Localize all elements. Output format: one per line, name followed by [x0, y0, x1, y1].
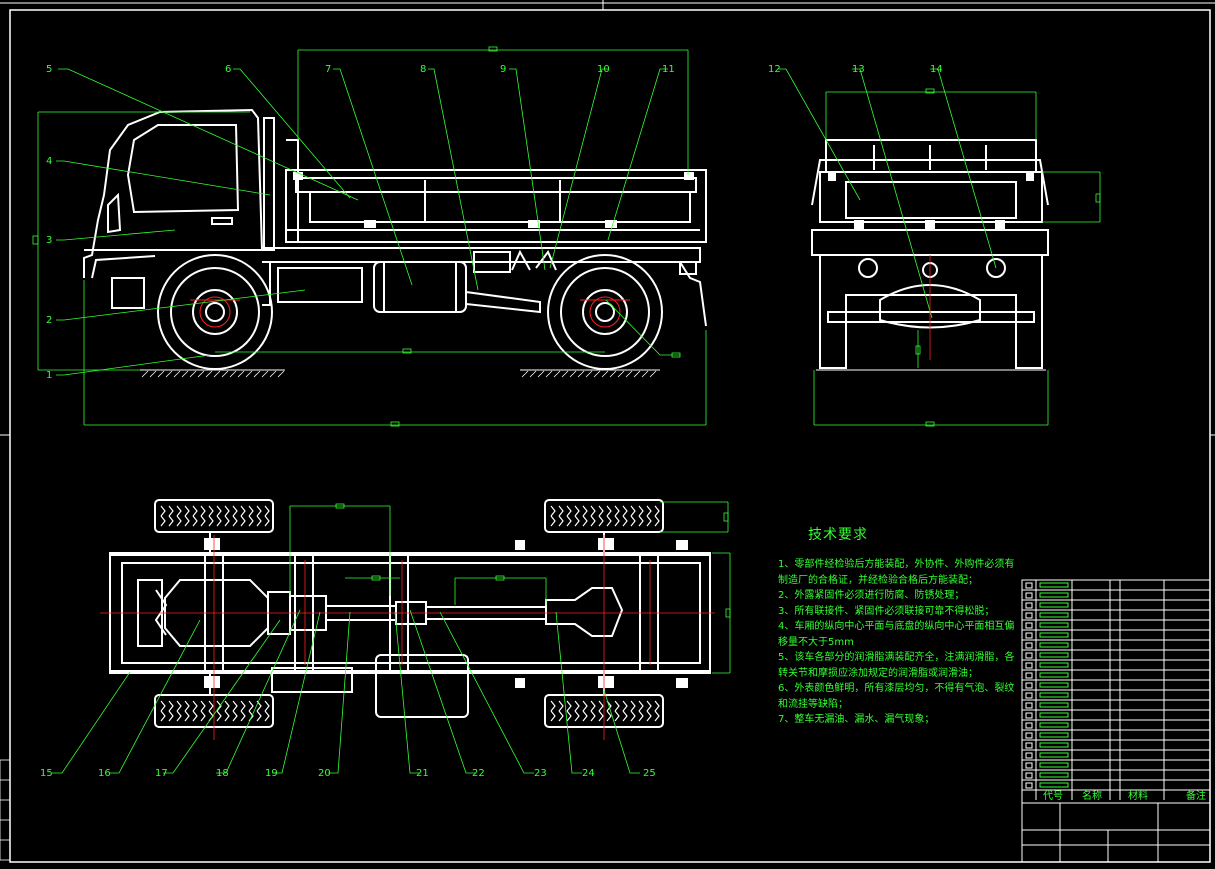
part-label: 21	[416, 768, 429, 779]
drawing-border	[9, 9, 1211, 863]
part-label: 25	[643, 768, 656, 779]
part-label: 1	[46, 370, 52, 381]
part-label: 6	[225, 64, 231, 75]
part-label: 9	[500, 64, 506, 75]
part-label: 19	[265, 768, 278, 779]
part-label: 4	[46, 156, 52, 167]
part-label: 7	[325, 64, 331, 75]
requirement-item: 1、零部件经检验后方能装配，外协件、外购件必须有制造厂的合格证，并经检验合格后方…	[778, 559, 1015, 586]
svg-text:名称: 名称	[1082, 789, 1102, 802]
part-label: 23	[534, 768, 547, 779]
requirement-item: 6、外表颜色鲜明，所有漆层均匀，不得有气泡、裂纹和流挂等缺陷；	[778, 683, 1015, 710]
part-label: 5	[46, 64, 52, 75]
part-label: 13	[852, 64, 865, 75]
side-view	[32, 46, 707, 427]
part-label: 8	[420, 64, 426, 75]
bom-header: 代号 名称 材料 备注	[1043, 789, 1206, 802]
part-label: 3	[46, 235, 52, 246]
requirement-item: 5、该车各部分的润滑脂满装配齐全，注满润滑脂，各转关节和摩损应涂加规定的润滑脂或…	[778, 652, 1015, 679]
requirement-item: 4、车厢的纵向中心平面与底盘的纵向中心平面相互偏移量不大于5mm	[778, 621, 1015, 648]
part-label: 12	[768, 64, 781, 75]
bom-table	[1021, 579, 1211, 863]
requirement-item: 2、外露紧固件必须进行防腐、防锈处理；	[778, 590, 965, 601]
part-label: 14	[930, 64, 943, 75]
requirements-list: 1、零部件经检验后方能装配，外协件、外购件必须有制造厂的合格证，并经检验合格后方…	[778, 557, 1018, 728]
part-label: 17	[155, 768, 168, 779]
part-label: 24	[582, 768, 595, 779]
part-label: 16	[98, 768, 111, 779]
part-label: 15	[40, 768, 53, 779]
svg-text:代号: 代号	[1043, 790, 1063, 802]
requirements-title: 技术要求	[808, 527, 868, 543]
chassis-plan-view	[52, 499, 731, 774]
part-label: 20	[318, 768, 331, 779]
rear-view	[778, 68, 1101, 427]
requirement-item: 3、所有联接件、紧固件必须联接可靠不得松脱；	[778, 605, 995, 617]
svg-text:材料: 材料	[1128, 789, 1148, 802]
part-label: 22	[472, 768, 485, 779]
part-label: 10	[597, 64, 610, 75]
part-label: 11	[662, 64, 675, 75]
requirement-item: 7、整车无漏油、漏水、漏气现象；	[778, 714, 935, 725]
part-label: 2	[46, 315, 52, 326]
part-label: 18	[216, 768, 229, 779]
svg-text:备注: 备注	[1186, 789, 1206, 802]
